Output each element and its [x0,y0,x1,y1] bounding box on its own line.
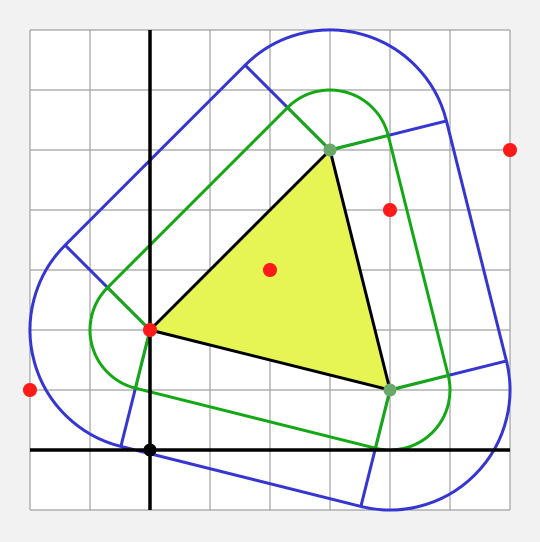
inner-offset-connector [133,329,152,389]
inner-offset-connector [373,389,392,449]
red-point [23,383,37,397]
inner-offset-group [88,88,452,452]
inner-offset-outline [88,88,452,452]
red-point [383,203,397,217]
inner-offset-connector [389,373,449,392]
outer-offset-outline [28,28,512,512]
red-point [143,323,157,337]
red-point [263,263,277,277]
red-point [503,143,517,157]
origin-point [143,443,157,457]
inner-offset-connector [329,133,389,152]
points [23,143,517,457]
axes [30,30,510,510]
green-point [383,383,397,397]
green-point [323,143,337,157]
inner-offset-connector [286,106,332,152]
inner-offset-connector [106,286,152,332]
